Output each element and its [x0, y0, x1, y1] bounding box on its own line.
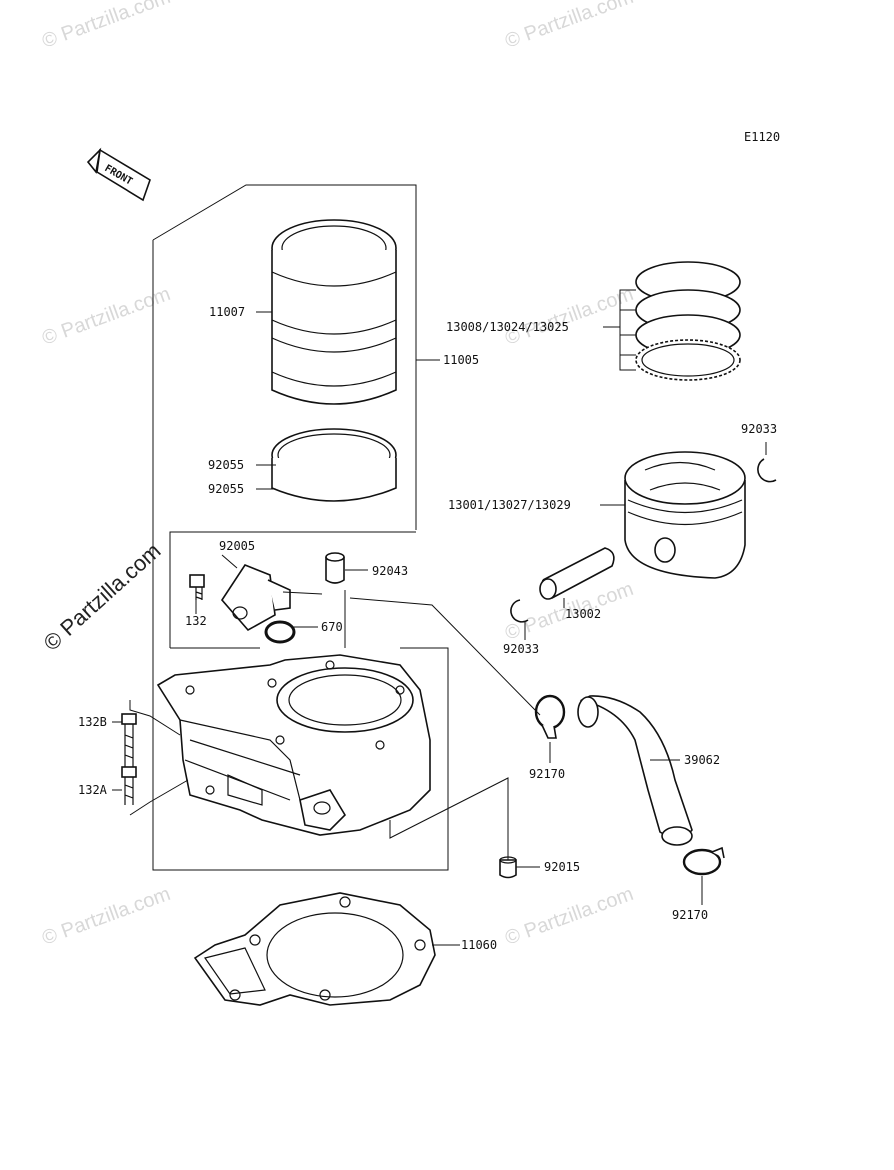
piston-pin — [539, 547, 615, 600]
piston-rings — [635, 261, 741, 381]
piston-pin-clip-lower — [510, 599, 529, 623]
o-ring-670 — [264, 620, 296, 644]
diagram-code: E1120 — [744, 130, 780, 144]
label-39062[interactable]: 39062 — [684, 753, 720, 767]
water-fitting — [220, 564, 291, 632]
bolt-132a — [121, 766, 137, 805]
assembly-brackets — [152, 184, 449, 871]
front-arrow-icon: FRONT — [86, 147, 151, 202]
nut-92015 — [499, 856, 517, 879]
label-92170-lower[interactable]: 92170 — [672, 908, 708, 922]
cylinder-liner — [271, 219, 397, 405]
bolt-132 — [189, 574, 205, 600]
label-92015[interactable]: 92015 — [544, 860, 580, 874]
watermark-4: © Partzilla.com — [502, 283, 636, 350]
label-670[interactable]: 670 — [321, 620, 343, 634]
label-132a[interactable]: 132A — [78, 783, 108, 797]
label-92033-lower[interactable]: 92033 — [503, 642, 539, 656]
water-hose — [577, 695, 693, 846]
label-92055-upper[interactable]: 92055 — [208, 458, 244, 472]
cylinder-block — [156, 654, 431, 836]
label-13001[interactable]: 13001/13027/13029 — [448, 498, 571, 512]
bolt-132b — [121, 713, 137, 770]
label-132[interactable]: 132 — [185, 614, 207, 628]
label-92043[interactable]: 92043 — [372, 564, 408, 578]
part-labels: 11007 11005 92055 92055 13008/13024/1302… — [78, 305, 777, 952]
leader-lines — [112, 311, 767, 946]
watermark-6: © Partzilla.com — [39, 883, 173, 950]
watermark-7: © Partzilla.com — [502, 883, 636, 950]
piston-pin-clip-upper — [757, 458, 777, 483]
label-13008[interactable]: 13008/13024/13025 — [446, 320, 569, 334]
label-92033-upper[interactable]: 92033 — [741, 422, 777, 436]
watermark-1: © Partzilla.com — [39, 0, 173, 53]
label-92005[interactable]: 92005 — [219, 539, 255, 553]
label-11060[interactable]: 11060 — [461, 938, 497, 952]
label-92170-upper[interactable]: 92170 — [529, 767, 565, 781]
hose-clamp-lower — [682, 846, 725, 876]
label-132b[interactable]: 132B — [78, 715, 107, 729]
label-11005[interactable]: 11005 — [443, 353, 479, 367]
watermark-2: © Partzilla.com — [502, 0, 636, 53]
dowel-pin — [325, 552, 345, 584]
hose-clamp-upper — [534, 694, 566, 739]
piston — [624, 451, 746, 579]
watermark-prominent: © Partzilla.com — [39, 538, 166, 656]
label-11007[interactable]: 11007 — [209, 305, 245, 319]
label-92055-lower[interactable]: 92055 — [208, 482, 244, 496]
label-13002[interactable]: 13002 — [565, 607, 601, 621]
base-gasket — [193, 892, 436, 1006]
liner-o-rings — [271, 428, 397, 502]
